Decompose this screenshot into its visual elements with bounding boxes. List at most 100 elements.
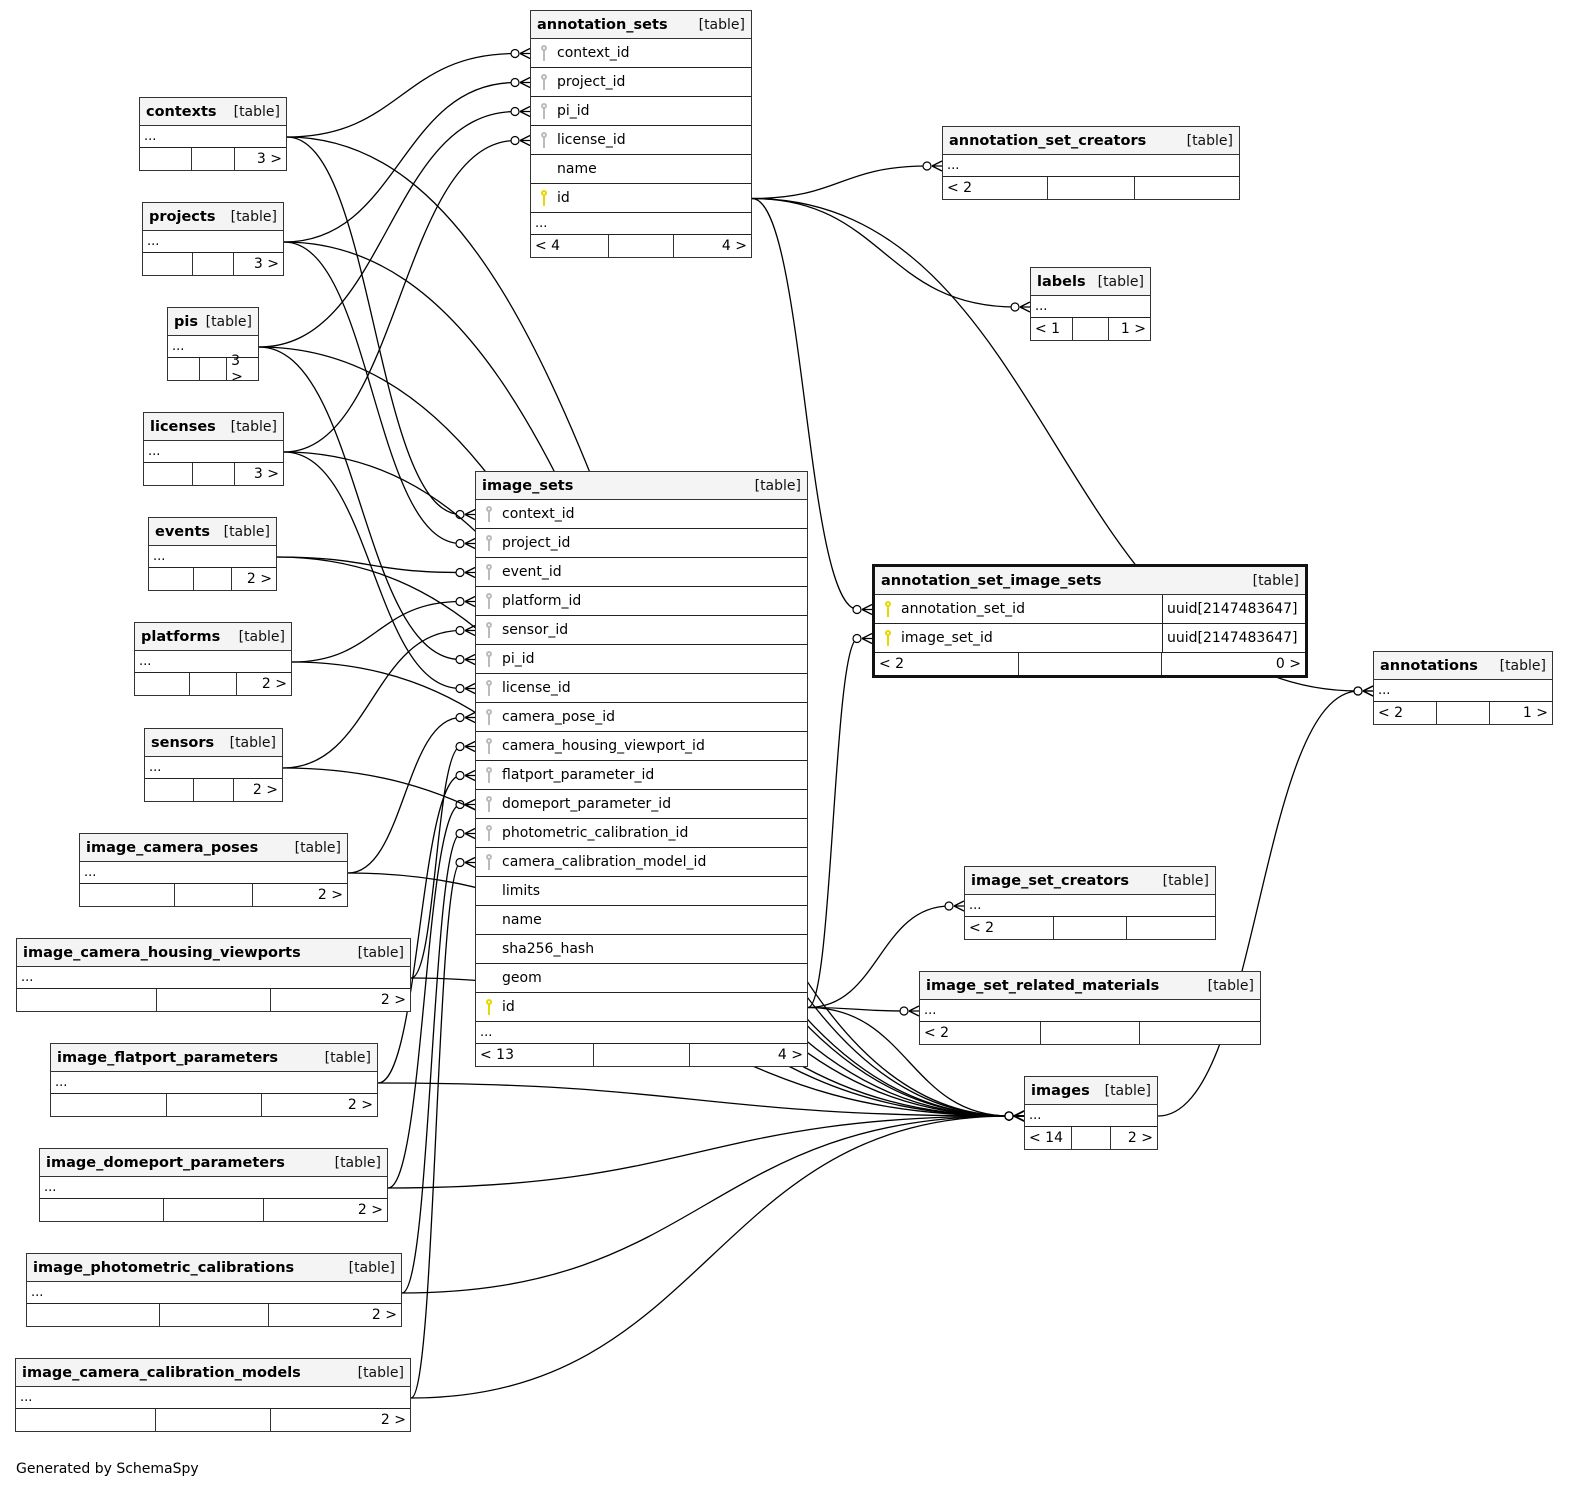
table-pis[interactable]: pis[table]...3 > — [167, 307, 259, 385]
parents-count[interactable] — [149, 568, 193, 590]
column-row[interactable]: photometric_calibration_id — [476, 819, 807, 848]
children-count[interactable]: 3 > — [234, 148, 286, 170]
table-header: image_set_creators[table] — [965, 867, 1215, 895]
children-count[interactable]: 1 > — [1107, 318, 1150, 340]
parents-count[interactable] — [135, 673, 189, 695]
table-footer: 2 > — [145, 779, 282, 801]
column-row[interactable]: id — [476, 993, 807, 1022]
children-count[interactable]: 2 > — [267, 1304, 401, 1326]
children-count[interactable]: 3 > — [233, 463, 283, 485]
table-platforms[interactable]: platforms[table]...2 > — [134, 622, 292, 696]
column-row[interactable]: sensor_id — [476, 616, 807, 645]
parents-count[interactable] — [40, 1199, 163, 1221]
parents-count[interactable] — [16, 1409, 155, 1431]
children-count[interactable] — [1126, 917, 1215, 939]
table-contexts[interactable]: contexts[table]...3 > — [139, 97, 287, 171]
parents-count[interactable] — [144, 463, 192, 485]
column-row[interactable]: license_id — [476, 674, 807, 703]
parents-count[interactable]: < 1 — [1035, 321, 1061, 337]
column-row[interactable]: license_id — [531, 126, 751, 155]
children-count[interactable]: 0 > — [1161, 653, 1305, 675]
children-count[interactable]: 1 > — [1488, 702, 1552, 724]
children-count[interactable]: 2 > — [263, 1199, 387, 1221]
children-count[interactable]: 4 > — [672, 235, 751, 257]
table-image-camera-poses[interactable]: image_camera_poses[table]...2 > — [79, 833, 348, 907]
parents-count[interactable]: < 13 — [480, 1047, 514, 1063]
table-projects[interactable]: projects[table]...3 > — [142, 202, 284, 276]
parents-count[interactable]: < 2 — [1378, 705, 1404, 721]
column-name: camera_pose_id — [502, 709, 615, 725]
children-count[interactable]: 3 > — [233, 253, 283, 275]
children-count[interactable]: 2 > — [230, 568, 276, 590]
footer-middle — [1436, 702, 1488, 724]
table-image-flatport-parameters[interactable]: image_flatport_parameters[table]...2 > — [50, 1043, 378, 1117]
table-name: image_camera_housing_viewports — [23, 944, 301, 961]
column-row[interactable]: limits — [476, 877, 807, 906]
column-row[interactable]: flatport_parameter_id — [476, 761, 807, 790]
children-count[interactable]: 2 > — [269, 1409, 410, 1431]
column-row[interactable]: name — [476, 906, 807, 935]
parents-count[interactable] — [80, 884, 174, 906]
table-image-set-related-materials[interactable]: image_set_related_materials[table]...< 2 — [919, 971, 1261, 1045]
column-row[interactable]: geom — [476, 964, 807, 993]
parents-count[interactable]: < 2 — [969, 920, 995, 936]
column-row[interactable]: project_id — [531, 68, 751, 97]
table-image-photometric-calibrations[interactable]: image_photometric_calibrations[table]...… — [26, 1253, 402, 1327]
table-annotation-set-creators[interactable]: annotation_set_creators[table]...< 2 — [942, 126, 1240, 200]
parents-count[interactable] — [51, 1094, 166, 1116]
table-annotation-set-image-sets[interactable]: annotation_set_image_sets [table] annota… — [872, 564, 1308, 678]
parents-count[interactable]: < 4 — [535, 238, 561, 254]
column-row[interactable]: domeport_parameter_id — [476, 790, 807, 819]
children-count[interactable] — [1138, 1022, 1260, 1044]
table-licenses[interactable]: licenses[table]...3 > — [143, 412, 284, 486]
table-image-set-creators[interactable]: image_set_creators[table]...< 2 — [964, 866, 1216, 940]
column-row[interactable]: pi_id — [476, 645, 807, 674]
parents-count[interactable]: < 14 — [1029, 1130, 1063, 1146]
column-name: domeport_parameter_id — [502, 796, 672, 812]
children-count[interactable]: 2 > — [1110, 1127, 1157, 1149]
children-count[interactable]: 2 > — [251, 884, 347, 906]
parents-count[interactable] — [140, 148, 191, 170]
table-events[interactable]: events[table]...2 > — [148, 517, 277, 591]
children-count[interactable]: 2 > — [260, 1094, 377, 1116]
table-image-camera-housing-viewports[interactable]: image_camera_housing_viewports[table]...… — [16, 938, 411, 1012]
children-count[interactable]: 2 > — [269, 989, 410, 1011]
column-row[interactable]: pi_id — [531, 97, 751, 126]
column-row[interactable]: camera_pose_id — [476, 703, 807, 732]
crows-foot-many-icon — [464, 682, 476, 695]
relationship-edge — [377, 774, 462, 1084]
column-row[interactable]: project_id — [476, 529, 807, 558]
column-row[interactable]: id — [531, 184, 751, 213]
column-row[interactable]: sha256_hash — [476, 935, 807, 964]
parents-count[interactable]: < 2 — [947, 180, 973, 196]
children-count[interactable]: 3 > — [226, 353, 258, 385]
parents-count[interactable] — [17, 989, 156, 1011]
children-count[interactable]: 2 > — [233, 779, 282, 801]
parents-count[interactable] — [27, 1304, 159, 1326]
children-count[interactable] — [1133, 177, 1239, 199]
parents-count[interactable]: < 2 — [879, 656, 905, 672]
column-row[interactable]: context_id — [531, 39, 751, 68]
parents-count[interactable] — [143, 253, 192, 275]
column-row[interactable]: camera_calibration_model_id — [476, 848, 807, 877]
parents-count[interactable]: < 2 — [924, 1025, 950, 1041]
table-sensors[interactable]: sensors[table]...2 > — [144, 728, 283, 802]
parents-count[interactable] — [145, 779, 193, 801]
column-row[interactable]: event_id — [476, 558, 807, 587]
table-image-domeport-parameters[interactable]: image_domeport_parameters[table]...2 > — [39, 1148, 388, 1222]
column-row[interactable]: name — [531, 155, 751, 184]
table-image-camera-calibration-models[interactable]: image_camera_calibration_models[table]..… — [15, 1358, 411, 1432]
column-row[interactable]: platform_id — [476, 587, 807, 616]
parents-count[interactable] — [168, 358, 199, 380]
column-row[interactable]: context_id — [476, 500, 807, 529]
column-row[interactable]: camera_housing_viewport_id — [476, 732, 807, 761]
children-count[interactable]: 2 > — [235, 673, 291, 695]
children-count[interactable]: 4 > — [689, 1044, 807, 1066]
